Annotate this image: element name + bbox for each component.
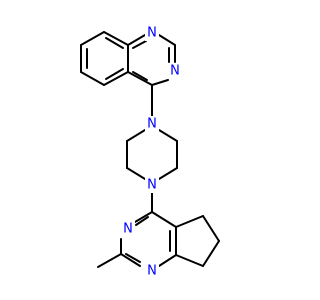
nitrogen-atom-label: N	[147, 178, 157, 193]
bond	[80, 31, 105, 46]
double-bond-inner	[105, 37, 124, 49]
nitrogen-atom-label: N	[123, 222, 133, 237]
bond	[151, 79, 169, 86]
nitrogen-atom-label: N	[147, 264, 157, 279]
bond	[126, 167, 146, 180]
bond	[158, 167, 178, 180]
bond	[175, 254, 204, 267]
quinazoline-pyrimidine-ring	[127, 34, 176, 86]
bond	[127, 71, 153, 86]
nitrogen-atom-label: N	[147, 117, 157, 132]
bond	[151, 211, 177, 228]
nitrogen-atom-label: N	[170, 64, 180, 79]
double-bond-inner	[132, 71, 148, 81]
bond	[103, 71, 129, 86]
label-mask	[145, 116, 159, 132]
bond	[126, 129, 146, 142]
bond	[127, 34, 146, 46]
piperazine-ring	[126, 129, 178, 180]
bond	[103, 31, 129, 46]
quinazoline-benzene-ring	[80, 31, 129, 86]
bond	[202, 240, 220, 267]
double-bond-inner	[125, 253, 141, 263]
bond	[202, 215, 220, 242]
label-mask	[168, 63, 182, 79]
double-bond-inner	[135, 216, 149, 226]
bond	[80, 71, 105, 86]
label-mask	[145, 25, 159, 41]
bond	[158, 254, 177, 267]
label-mask	[121, 221, 135, 237]
double-bond-inner	[132, 40, 147, 49]
bond	[134, 211, 153, 223]
bond	[120, 253, 141, 267]
atom-labels: N N N N N N	[121, 25, 182, 279]
cyclopentane-ring	[175, 215, 220, 267]
methyl-bond	[97, 253, 122, 268]
bond	[175, 215, 204, 228]
molecule-structure-diagram: N N N N N N	[80, 25, 220, 279]
cyclopentapyrimidine-pyrimidine-ring	[120, 211, 177, 267]
bond	[158, 129, 178, 142]
bond	[158, 34, 176, 46]
nitrogen-atom-label: N	[147, 26, 157, 41]
label-mask	[145, 177, 159, 193]
double-bond-inner	[105, 68, 124, 80]
label-mask	[145, 263, 159, 279]
